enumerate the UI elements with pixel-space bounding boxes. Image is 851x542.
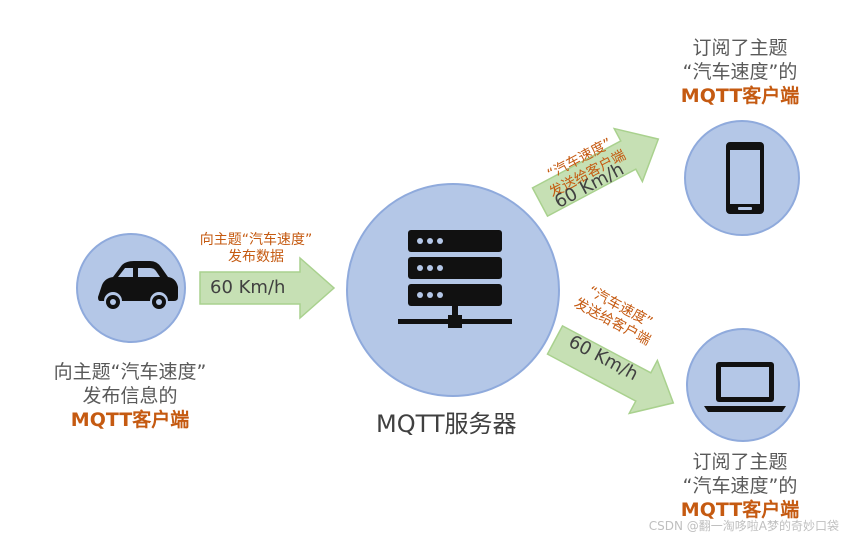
subscriber-bottom-line3: MQTT客户端 [680, 499, 800, 521]
subscriber-top-line1: 订阅了主题 [692, 37, 788, 59]
subscriber-bottom-line1: 订阅了主题 [692, 451, 788, 473]
publish-arrow-line2: 发布数据 [228, 249, 284, 265]
publish-arrow-caption: 向主题“汽车速度” 发布数据 [176, 232, 336, 266]
subscriber-bottom-line2: “汽车速度”的 [682, 475, 798, 497]
watermark: CSDN @翻一淘哆啦A梦的奇妙口袋 [648, 519, 839, 533]
smartphone-icon [726, 142, 764, 214]
server-node [346, 183, 560, 397]
publish-arrow-line1: 向主题“汽车速度” [199, 232, 313, 248]
publisher-node [76, 233, 186, 343]
deliver-arrow-bottom [546, 324, 675, 415]
laptop-icon [704, 362, 786, 412]
publish-arrow [199, 256, 336, 320]
subscriber-top-line3: MQTT客户端 [680, 85, 800, 107]
subscriber-bottom-node [686, 328, 800, 442]
subscriber-top-label: 订阅了主题 “汽车速度”的 MQTT客户端 [640, 36, 840, 108]
subscriber-bottom-label: 订阅了主题 “汽车速度”的 MQTT客户端 [640, 450, 840, 522]
publisher-label-line3: MQTT客户端 [70, 409, 190, 431]
publisher-label-line1: 向主题“汽车速度” [53, 361, 207, 383]
subscriber-top-line2: “汽车速度”的 [682, 61, 798, 83]
subscriber-top-node [684, 120, 800, 236]
server-icon [398, 230, 512, 328]
publisher-label-line2: 发布信息的 [82, 385, 178, 407]
server-label: MQTT服务器 [376, 410, 517, 438]
publish-arrow-value: 60 Km/h [210, 277, 286, 298]
deliver-arrow-top [531, 127, 660, 218]
publisher-label: 向主题“汽车速度” 发布信息的 MQTT客户端 [30, 360, 230, 432]
car-icon [98, 261, 178, 309]
